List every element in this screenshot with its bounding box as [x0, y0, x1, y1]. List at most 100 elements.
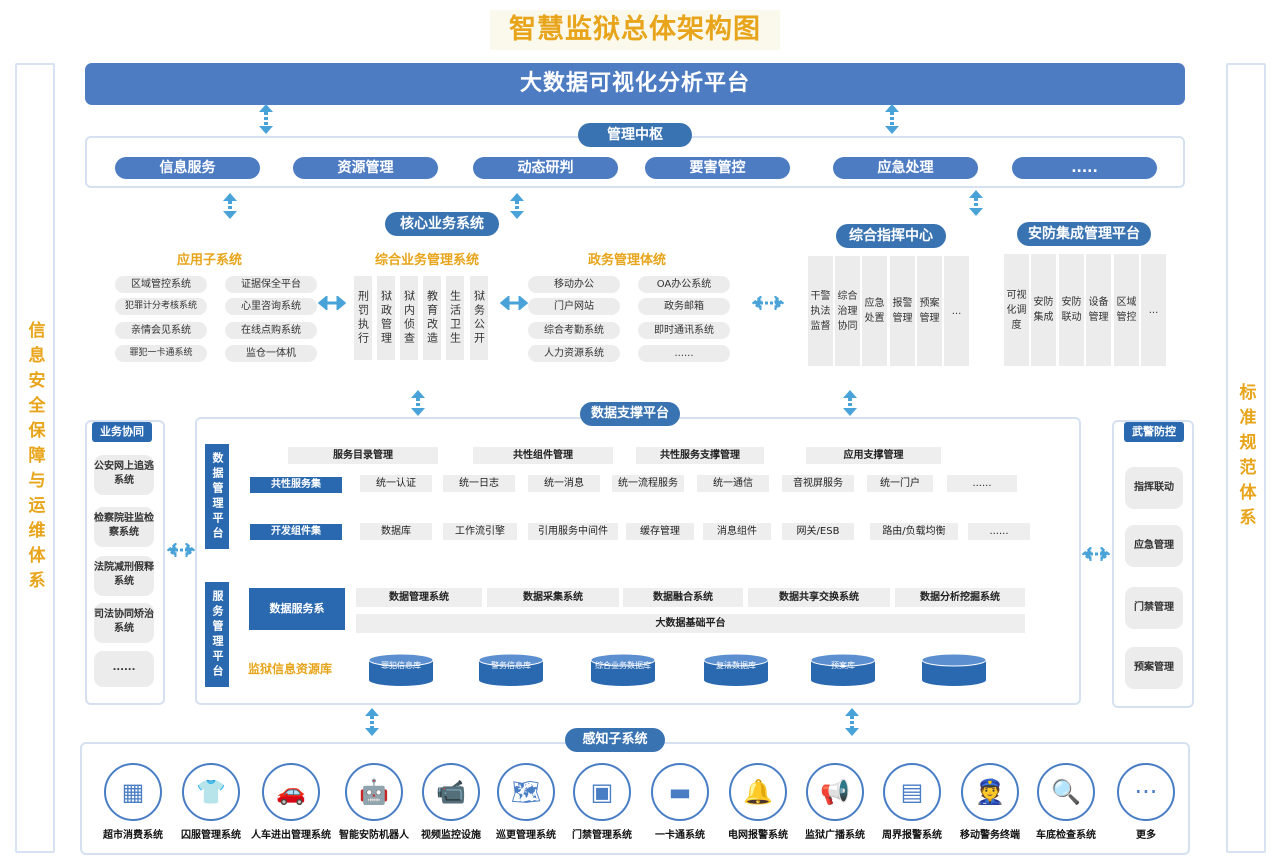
- sensing-label-7: 一卡通系统: [655, 830, 705, 841]
- data-service-label: 数据服务系: [249, 588, 345, 630]
- police-icon-glyph: 👮: [975, 778, 1005, 806]
- gov-system-title: 政务管理体统: [588, 253, 667, 268]
- gov-item-2: 门户网站: [528, 298, 620, 315]
- dev-item-7: ......: [968, 523, 1030, 540]
- robot-icon[interactable]: 🤖: [345, 763, 403, 821]
- car-inspect-icon[interactable]: 🔍: [1037, 763, 1095, 821]
- car-icon[interactable]: 🚗: [262, 763, 320, 821]
- mgmt-item-1[interactable]: 资源管理: [293, 157, 438, 179]
- more-icon[interactable]: ···: [1117, 763, 1175, 821]
- sensing-label-6: 门禁管理系统: [572, 830, 632, 841]
- dp-top-item-1: 共性组件管理: [473, 447, 613, 464]
- integrated-col-label: 狱内侦查: [402, 290, 416, 346]
- command-col-0: 干警执法监督: [808, 256, 833, 366]
- bigdata-platform: 大数据基础平台: [356, 614, 1025, 633]
- double-arrow-icon: [500, 296, 528, 310]
- svc-row-item-0: 数据管理系统: [356, 588, 482, 607]
- card-icon[interactable]: ▬: [651, 763, 709, 821]
- database-label-2: 综合业务数据库: [595, 661, 651, 670]
- alarm-icon[interactable]: 🔔: [729, 763, 787, 821]
- camera-icon-glyph: 📹: [436, 778, 466, 806]
- armed-item-2: 门禁管理: [1125, 587, 1183, 629]
- integrated-col-5: 狱务公开: [470, 276, 488, 360]
- database-label-0: 罪犯信息库: [381, 661, 421, 670]
- cash-register-icon[interactable]: ▦: [104, 763, 162, 821]
- core-business-label: 核心业务系统: [385, 212, 499, 236]
- mgmt-item-2[interactable]: 动态研判: [473, 157, 618, 179]
- dev-item-4: 消息组件: [703, 523, 771, 540]
- database-label-3: 复法数据库: [716, 661, 756, 670]
- database-cylinder-icon: [590, 653, 656, 686]
- app-item-5: 在线点购系统: [225, 322, 317, 339]
- mgmt-item-3[interactable]: 要害管控: [645, 157, 790, 179]
- car-icon-glyph: 🚗: [276, 778, 306, 806]
- sensing-label: 感知子系统: [565, 728, 665, 752]
- database-cylinder-icon: [810, 653, 876, 686]
- command-col-3: 报警管理: [890, 256, 915, 366]
- svc-row-item-2: 数据融合系统: [623, 588, 743, 607]
- data-mgmt-platform-label: 数据管理平台: [205, 444, 229, 549]
- integrated-system-title: 综合业务管理系统: [375, 253, 480, 268]
- security-col-3: 设备管理: [1086, 254, 1111, 366]
- data-platform-label: 数据支撑平台: [580, 402, 680, 426]
- business-item-1: 检察院驻监检察系统: [94, 507, 154, 547]
- mgmt-item-5[interactable]: .....: [1012, 157, 1157, 179]
- service-mgmt-platform-label: 服务管理平台: [205, 582, 229, 687]
- database-cylinder-icon: [368, 653, 434, 686]
- double-arrow-icon: [318, 296, 346, 310]
- integrated-col-3: 教育改造: [423, 276, 441, 360]
- integrated-col-0: 刑罚执行: [354, 276, 372, 360]
- shirt-icon[interactable]: 👕: [182, 763, 240, 821]
- right-side-panel: 标准规范体系: [1226, 63, 1266, 853]
- common-item-7: ......: [947, 475, 1017, 492]
- common-item-3: 统一流程服务: [612, 475, 684, 492]
- double-arrow-icon: [752, 296, 784, 310]
- speaker-icon[interactable]: 📢: [806, 763, 864, 821]
- police-icon[interactable]: 👮: [961, 763, 1019, 821]
- camera-icon[interactable]: 📹: [422, 763, 480, 821]
- double-arrow-icon: [1082, 547, 1110, 561]
- robot-icon-glyph: 🤖: [359, 778, 389, 806]
- business-item-3: 司法协同矫治系统: [94, 603, 154, 643]
- mgmt-item-4[interactable]: 应急处理: [833, 157, 978, 179]
- dev-item-3: 缓存管理: [626, 523, 694, 540]
- car-inspect-icon-glyph: 🔍: [1051, 778, 1081, 806]
- integrated-col-label: 生活卫生: [448, 290, 462, 346]
- security-platform-label: 安防集成管理平台: [1017, 222, 1151, 246]
- left-side-panel: 信息安全保障与运维体系: [15, 63, 55, 853]
- integrated-col-label: 狱政管理: [379, 290, 393, 346]
- armed-item-3: 预案管理: [1125, 647, 1183, 689]
- dev-item-2: 引用服务中间件: [528, 523, 618, 540]
- app-item-3: 心里咨询系统: [225, 298, 317, 315]
- vertical-double-arrow-icon: [411, 390, 425, 416]
- perimeter-icon[interactable]: ▤: [883, 763, 941, 821]
- dp-top-item-3: 应用支撑管理: [806, 447, 941, 464]
- common-item-5: 音视屏服务: [782, 475, 854, 492]
- map-icon[interactable]: 🗺: [497, 763, 555, 821]
- mgmt-item-0[interactable]: 信息服务: [115, 157, 260, 179]
- app-item-6: 罪犯一卡通系统: [115, 345, 207, 362]
- dp-top-item-0: 服务目录管理: [288, 447, 438, 464]
- dev-item-1: 工作流引擎: [443, 523, 517, 540]
- sensing-label-8: 电网报警系统: [728, 830, 788, 841]
- top-platform-bar: 大数据可视化分析平台: [85, 63, 1185, 105]
- security-col-4: 区域管控: [1114, 254, 1139, 366]
- integrated-col-2: 狱内侦查: [400, 276, 418, 360]
- vertical-double-arrow-icon: [845, 708, 859, 736]
- business-item-2: 法院减刑假释系统: [94, 556, 154, 596]
- sensing-label-10: 周界报警系统: [882, 830, 942, 841]
- database-cylinder-icon: [703, 653, 769, 686]
- shirt-icon-glyph: 👕: [196, 778, 226, 806]
- sensing-label-0: 超市消费系统: [103, 830, 163, 841]
- command-center-label: 综合指挥中心: [836, 224, 946, 248]
- vertical-double-arrow-icon: [259, 104, 273, 134]
- door-icon-glyph: ▣: [590, 778, 614, 806]
- app-item-7: 监仓一体机: [225, 345, 317, 362]
- mgmt-hub-label: 管理中枢: [578, 123, 692, 147]
- sensing-label-9: 监狱广播系统: [805, 830, 865, 841]
- command-col-2: 应急处置: [862, 256, 887, 366]
- door-icon[interactable]: ▣: [573, 763, 631, 821]
- speaker-icon-glyph: 📢: [820, 778, 850, 806]
- resource-db-label: 监狱信息资源库: [248, 662, 333, 676]
- dev-item-0: 数据库: [360, 523, 432, 540]
